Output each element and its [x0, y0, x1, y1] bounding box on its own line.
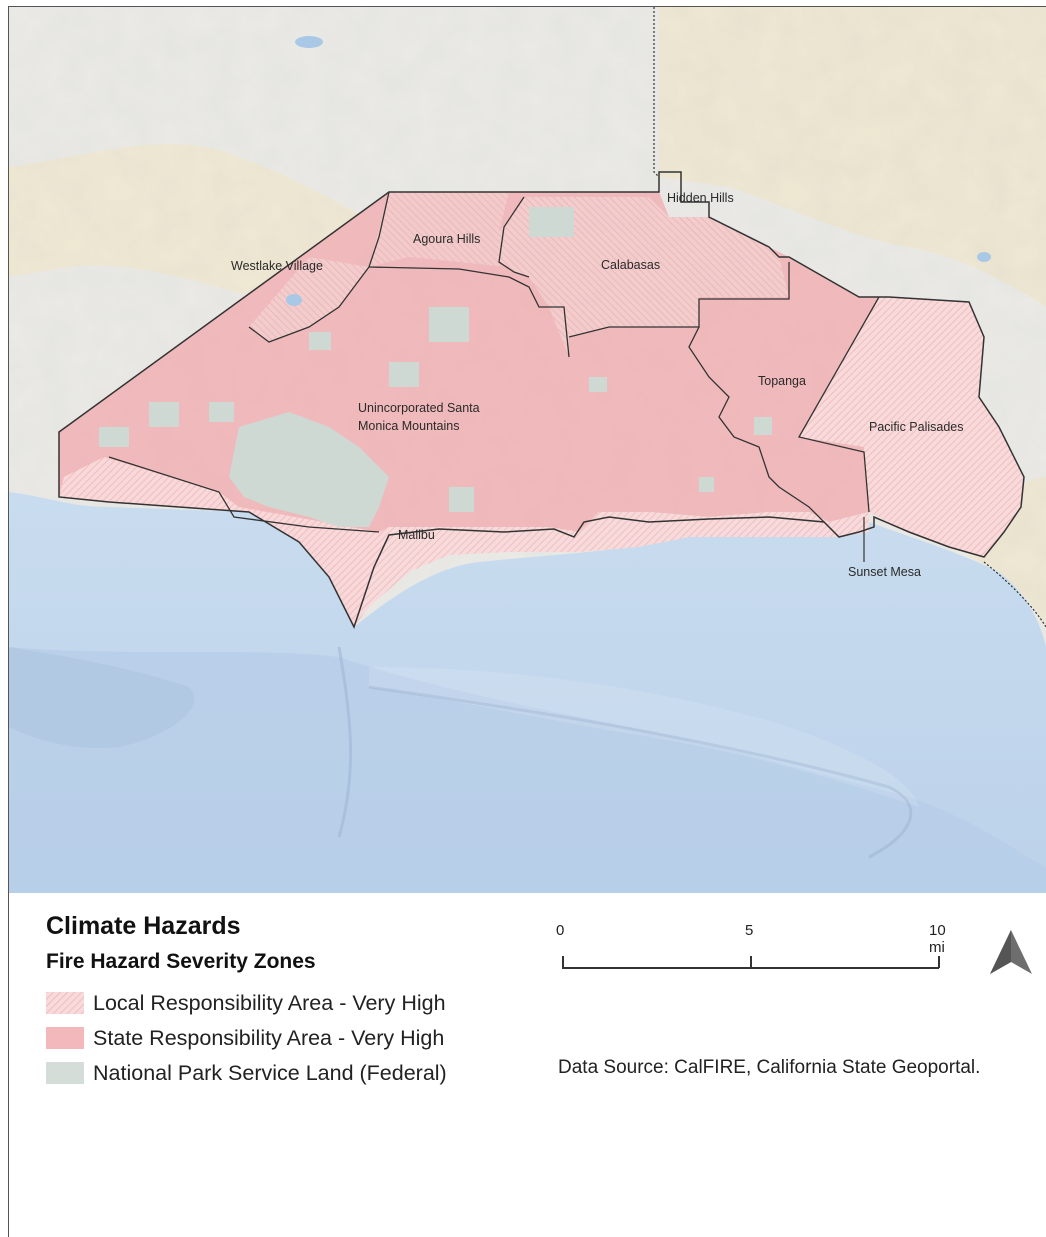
nps-patch[interactable]	[754, 417, 772, 435]
legend-title: Climate Hazards	[46, 912, 241, 940]
reservoir	[977, 252, 991, 262]
scale-label-0: 0	[556, 922, 565, 939]
scale-tick	[562, 956, 564, 968]
legend-item-lra: Local Responsibility Area - Very High	[46, 990, 446, 1016]
lra-zone-westlake[interactable]	[249, 257, 369, 342]
submarine-canyon	[337, 646, 913, 859]
map-frame	[8, 6, 1046, 1237]
place-label-unincorporated-line1: Unincorporated Santa	[358, 401, 480, 415]
place-label-topanga: Topanga	[758, 374, 806, 388]
nps-patch[interactable]	[149, 402, 179, 427]
nps-patch[interactable]	[99, 427, 129, 447]
lra-zone-malibu[interactable]	[59, 457, 869, 627]
nps-patch-central[interactable]	[229, 412, 389, 527]
north-arrow-icon	[990, 930, 1032, 974]
reservoir	[286, 294, 302, 306]
scale-tick	[750, 956, 752, 968]
planning-area-boundary[interactable]	[58, 171, 1025, 629]
county-line-coast	[983, 561, 1046, 628]
deep-ocean	[9, 647, 1046, 893]
map-svg[interactable]: Hidden Hills Agoura Hills Calabasas West…	[9, 7, 1046, 893]
lra-zone-agoura[interactable]	[369, 192, 509, 267]
legend-item-nps: National Park Service Land (Federal)	[46, 1060, 447, 1086]
lra-zone-pacific-palisades[interactable]	[799, 297, 1024, 557]
nps-patch[interactable]	[429, 307, 469, 342]
county-line	[653, 7, 660, 178]
seafloor-texture	[369, 667, 919, 807]
nps-patch[interactable]	[309, 332, 331, 350]
map-canvas[interactable]: Hidden Hills Agoura Hills Calabasas West…	[9, 7, 1046, 893]
nps-swatch	[46, 1062, 84, 1084]
legend-label-nps: National Park Service Land (Federal)	[93, 1060, 447, 1085]
nps-patch[interactable]	[589, 377, 607, 392]
legend-item-sra: State Responsibility Area - Very High	[46, 1025, 444, 1051]
lra-swatch	[46, 992, 84, 1014]
nps-federal-land[interactable]	[99, 207, 772, 527]
data-source: Data Source: CalFIRE, California State G…	[558, 1057, 981, 1078]
nps-patch[interactable]	[209, 402, 234, 422]
place-label-agoura-hills: Agoura Hills	[413, 232, 480, 246]
scale-label-5: 5	[745, 922, 754, 939]
place-label-hidden-hills: Hidden Hills	[667, 191, 734, 205]
place-label-calabasas: Calabasas	[601, 258, 660, 272]
nps-patch[interactable]	[529, 207, 574, 237]
internal-boundaries	[108, 191, 880, 533]
legend-label-lra: Local Responsibility Area - Very High	[93, 990, 446, 1015]
place-label-westlake-village: Westlake Village	[231, 259, 323, 273]
scale-bar: 0 5 10 mi	[556, 922, 956, 982]
scale-tick	[938, 956, 940, 968]
submarine-ridge	[9, 647, 195, 748]
place-label-pacific-palisades: Pacific Palisades	[869, 420, 964, 434]
legend-subtitle: Fire Hazard Severity Zones	[46, 950, 316, 973]
reservoir	[295, 36, 323, 48]
nps-patch[interactable]	[389, 362, 419, 387]
sra-swatch	[46, 1027, 84, 1049]
nps-patch[interactable]	[699, 477, 714, 492]
place-label-unincorporated-line2: Monica Mountains	[358, 419, 459, 433]
place-label-malibu: Malibu	[398, 528, 435, 542]
place-label-sunset-mesa: Sunset Mesa	[848, 565, 921, 579]
nps-patch[interactable]	[449, 487, 474, 512]
legend-label-sra: State Responsibility Area - Very High	[93, 1025, 445, 1050]
scale-label-10: 10 mi	[929, 922, 946, 956]
